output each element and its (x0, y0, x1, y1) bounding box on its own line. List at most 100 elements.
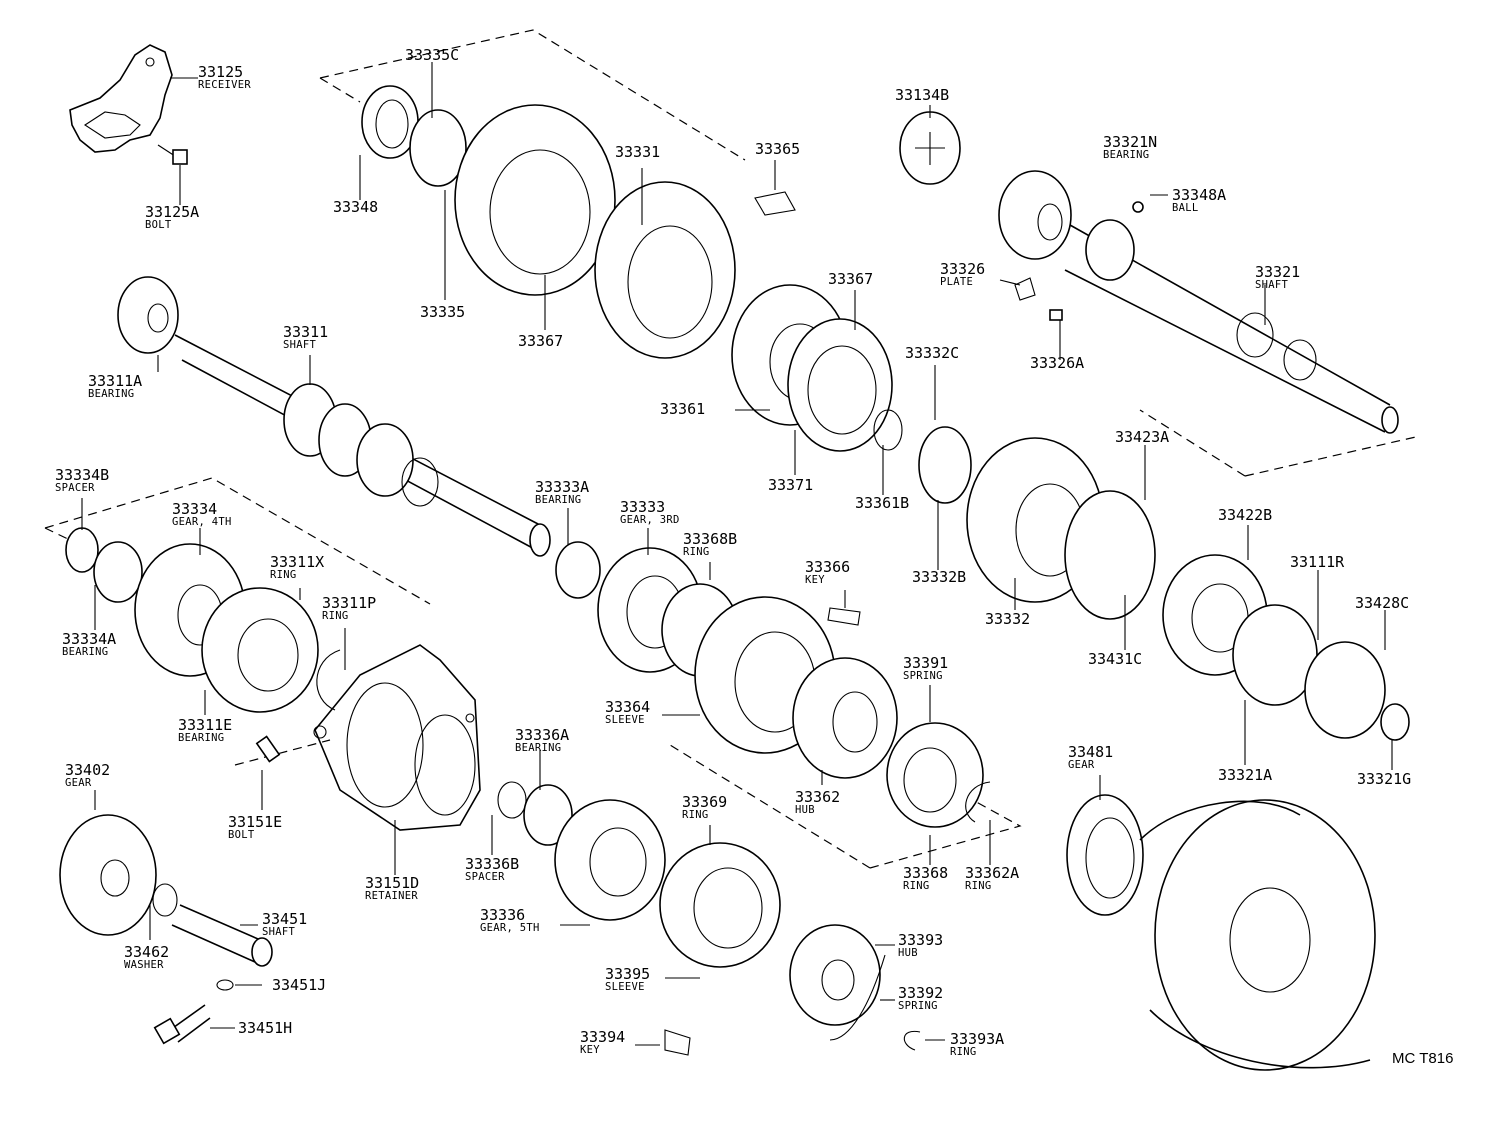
part-name: RING (322, 610, 349, 622)
part-number: 33364 (605, 698, 651, 716)
part-label-33451H: 33451H (238, 1021, 292, 1036)
part-number: 33367 (828, 270, 874, 288)
part-number: 33392 (898, 984, 944, 1002)
part-name: WASHER (124, 959, 164, 971)
part-name: BEARING (1103, 149, 1150, 161)
part-label-33335C: 33335C (405, 48, 459, 63)
part-name: RING (950, 1046, 977, 1058)
part-name: SPRING (903, 670, 943, 682)
part-number: 33326 (940, 260, 986, 278)
part-number: 33336A (515, 726, 570, 744)
part-name: PLATE (940, 276, 974, 288)
part-number: 33371 (768, 476, 814, 494)
input-shaft-drawing (117, 276, 551, 557)
part-name: RING (903, 880, 930, 892)
part-label-33321G: 33321G (1357, 772, 1411, 787)
part-name: RECEIVER (198, 79, 251, 91)
part-number: 33361B (855, 494, 910, 512)
part-label-33111R: 33111R (1290, 555, 1344, 570)
retainer-drawing (255, 644, 481, 831)
part-label-33365: 33365 (755, 142, 800, 157)
part-label-33331: 33331 (615, 145, 660, 160)
part-name: RING (270, 569, 297, 581)
part-label-33332B: 33332B (912, 570, 966, 585)
drawing-code: MC T816 (1392, 1050, 1454, 1067)
part-name: GEAR (1068, 759, 1095, 771)
part-name: BALL (1172, 202, 1199, 214)
part-name: HUB (795, 804, 815, 816)
dashed-group-boundary-top (319, 29, 746, 161)
fifth-gear-group-drawing (497, 781, 921, 1056)
part-number: 33151E (228, 813, 283, 831)
part-label-33361B: 33361B (855, 496, 909, 511)
part-name: SHAFT (1255, 279, 1289, 291)
dashed-group-boundary-right-b (1139, 409, 1246, 477)
part-label-33422B: 33422B (1218, 508, 1272, 523)
part-number: 33402 (65, 761, 111, 779)
part-label-33332C: 33332C (905, 346, 959, 361)
part-name: RING (682, 809, 709, 821)
part-label-33367-b: 33367 (828, 272, 873, 287)
part-number: 33311P (322, 594, 377, 612)
part-number: 33321A (1218, 766, 1273, 784)
part-name: RING (965, 880, 992, 892)
part-number: 33369 (682, 793, 728, 811)
part-number: 33335 (420, 303, 466, 321)
part-number: 33462 (124, 943, 170, 961)
part-label-33371: 33371 (768, 478, 813, 493)
part-number: 33326A (1030, 354, 1085, 372)
dashed-group-boundary-hub-b (669, 744, 871, 869)
part-label-33332: 33332 (985, 612, 1030, 627)
part-number: 33348 (333, 198, 379, 216)
part-name: BOLT (145, 219, 172, 231)
part-number: 33348A (1172, 186, 1227, 204)
part-number: 33362 (795, 788, 841, 806)
part-number: 33321G (1357, 770, 1412, 788)
part-name: GEAR, 4TH (172, 516, 232, 528)
part-number: 33451J (272, 976, 327, 994)
reverse-idler-drawing (59, 814, 273, 1045)
part-number: 33365 (755, 140, 801, 158)
part-name: GEAR, 5TH (480, 922, 540, 934)
part-number: 33361 (660, 400, 706, 418)
part-name: SHAFT (283, 339, 317, 351)
part-name: GEAR (65, 777, 92, 789)
part-number: 33366 (805, 558, 851, 576)
part-number: 33321 (1255, 263, 1301, 281)
part-number: 33428C (1355, 594, 1410, 612)
part-number: 33481 (1068, 743, 1114, 761)
part-number: 33367 (518, 332, 564, 350)
part-number: 33362A (965, 864, 1020, 882)
part-number: 33311A (88, 372, 143, 390)
part-label-33361: 33361 (660, 402, 705, 417)
part-number: 33333A (535, 478, 590, 496)
part-name: BOLT (228, 829, 255, 841)
part-number: 33423A (1115, 428, 1170, 446)
part-number: 33334B (55, 466, 110, 484)
part-number: 33391 (903, 654, 949, 672)
part-label-33134B: 33134B (895, 88, 949, 103)
countershaft-drawing (998, 170, 1399, 434)
part-name: BEARING (88, 388, 135, 400)
part-number: 33395 (605, 965, 651, 983)
part-number: 33332B (912, 568, 967, 586)
part-number: 33336 (480, 906, 526, 924)
